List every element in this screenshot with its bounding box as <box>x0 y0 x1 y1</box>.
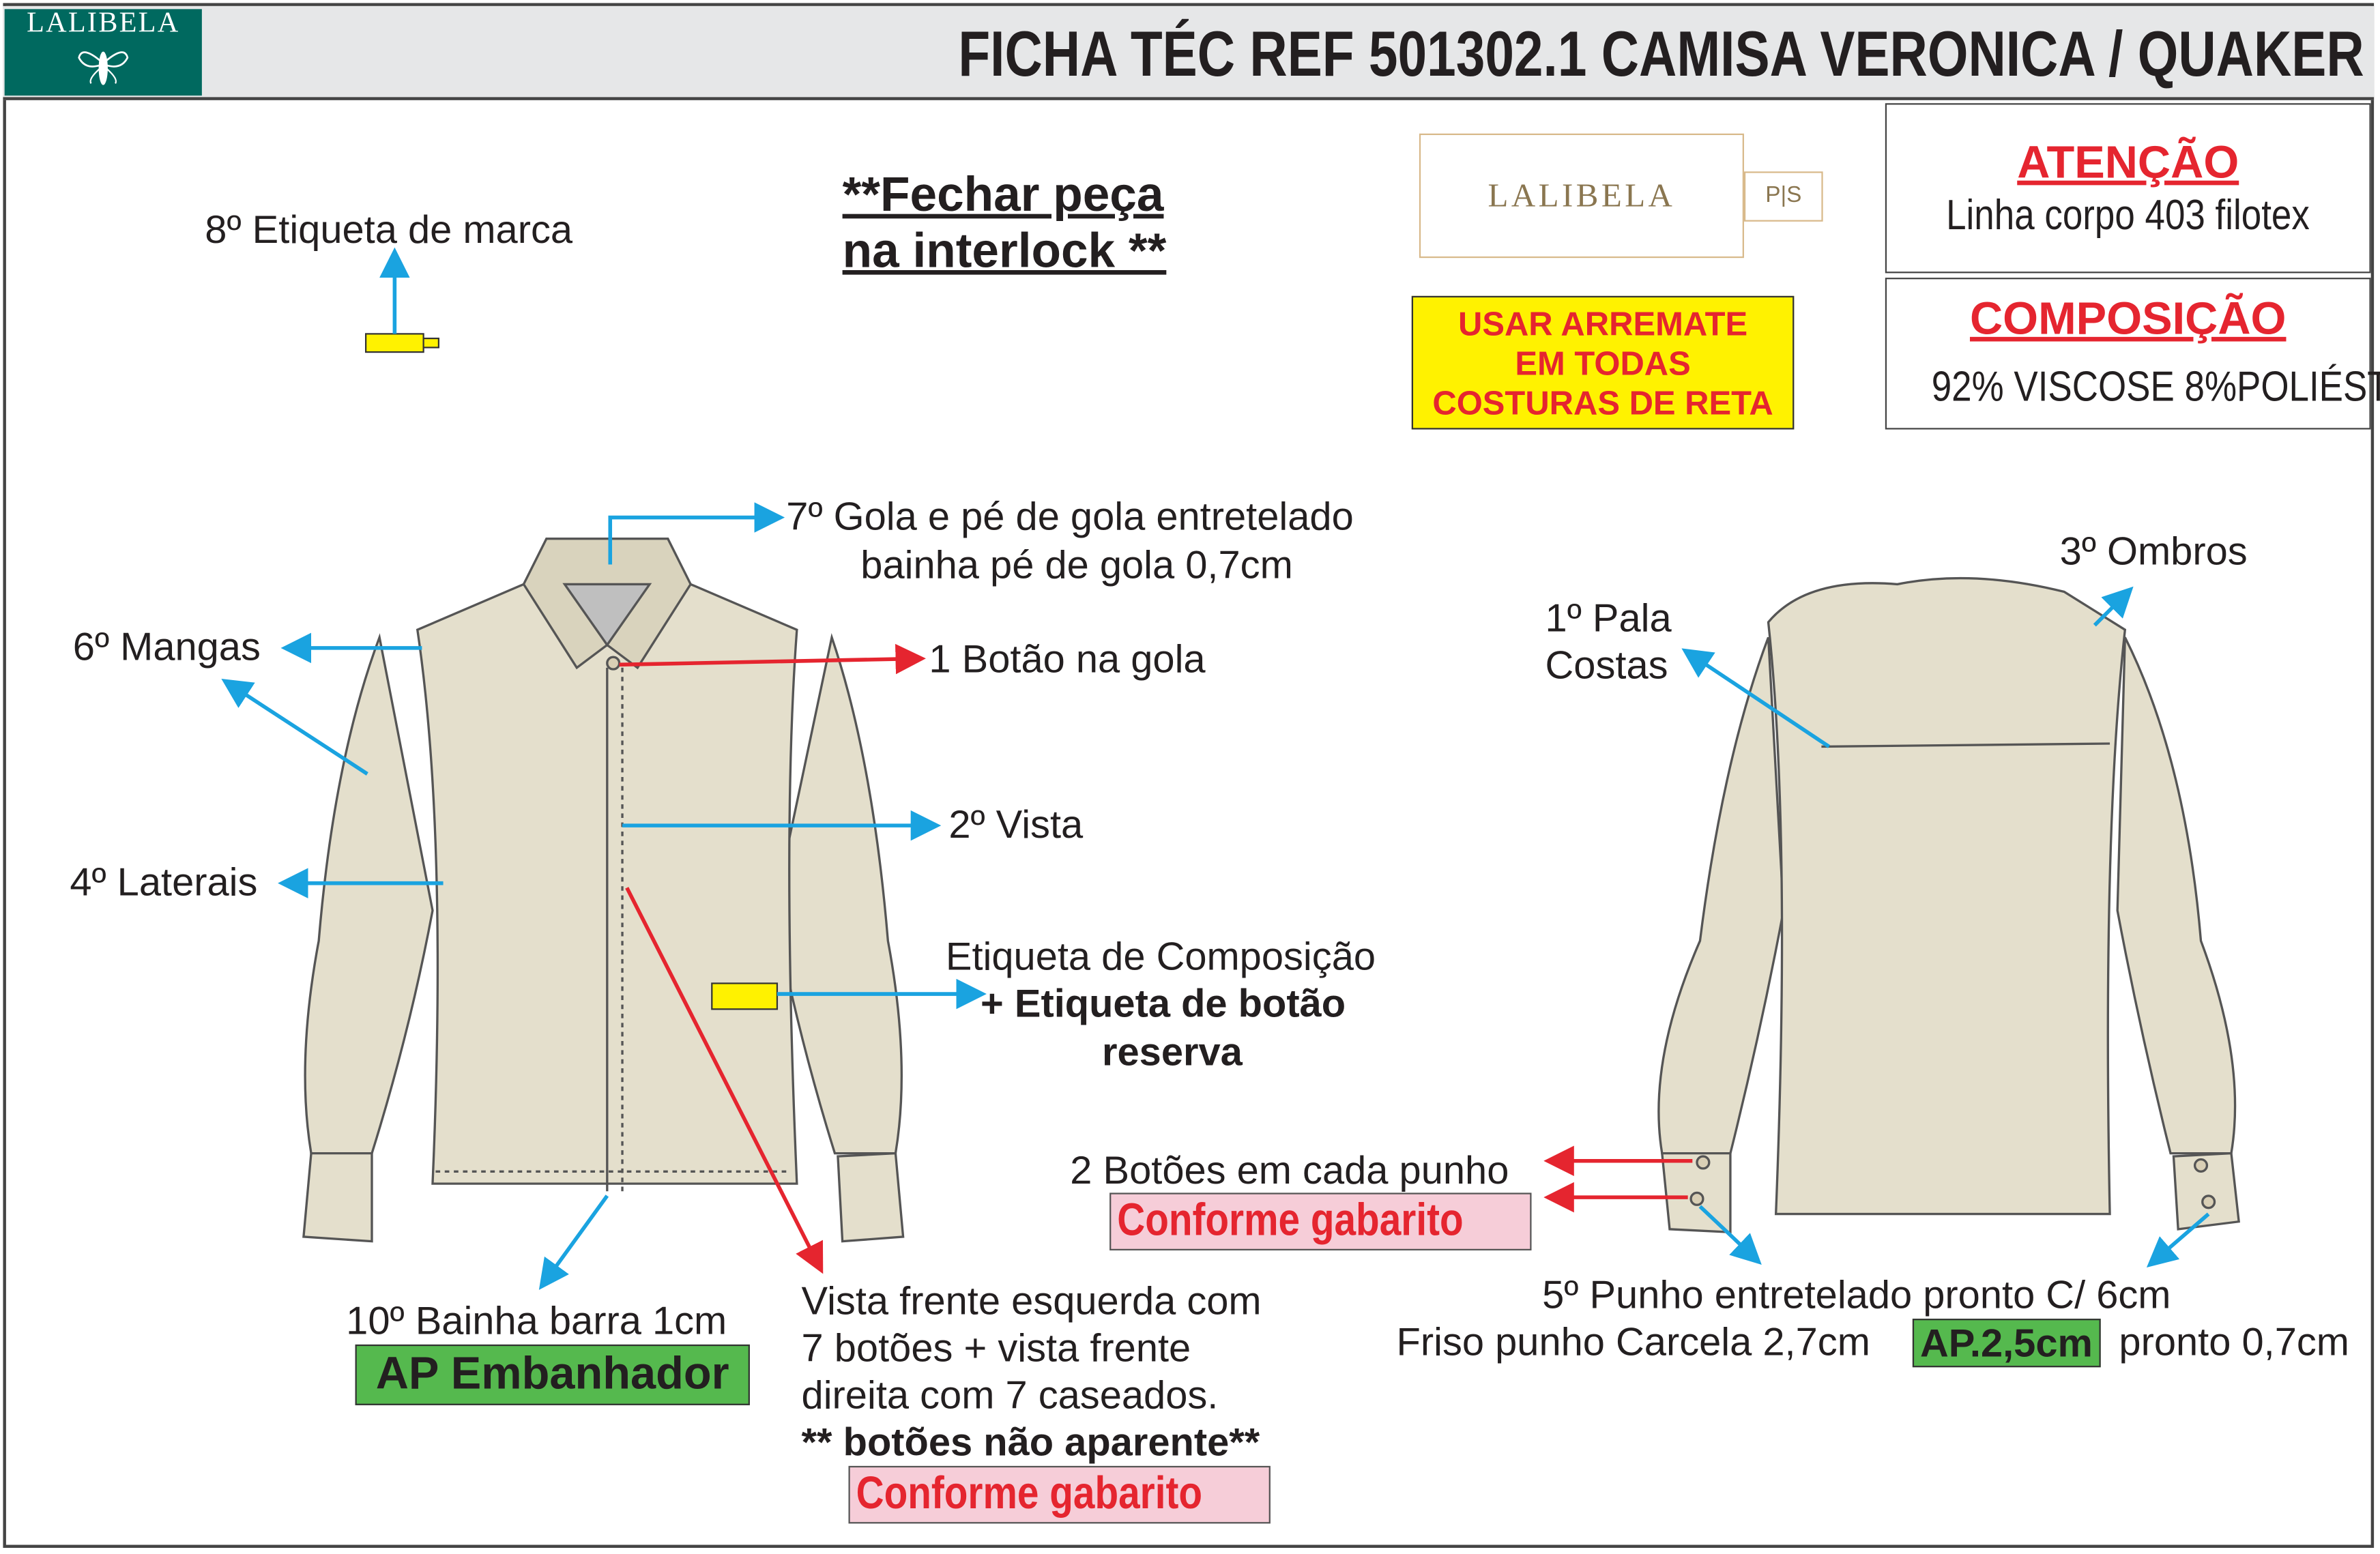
yoke-callout-2: Costas <box>1545 641 1668 688</box>
collar-callout-2: bainha pé de gola 0,7cm <box>860 542 1293 587</box>
yoke-callout-1: 1º Pala <box>1545 595 1672 641</box>
front-placket-callout-2: 7 botões + vista frente <box>801 1324 1191 1370</box>
sides-callout: 4º Laterais <box>70 859 258 905</box>
front-placket-callout-1: Vista frente esquerda com <box>801 1278 1262 1323</box>
brand-logo: LALIBELA <box>4 8 202 96</box>
blue-callout-arrows <box>221 247 2210 1290</box>
brand-label-callout: 8º Etiqueta de marca <box>205 206 573 252</box>
page-title: FICHA TÉC REF 501302.1 CAMISA VERONICA /… <box>959 18 2365 90</box>
hem-callout: 10º Bainha barra 1cm <box>346 1297 727 1343</box>
brand-label-marker <box>364 333 424 353</box>
composition-title: COMPOSIÇÃO <box>1969 294 2287 344</box>
front-placket-callout-3: direita com 7 caseados. <box>801 1371 1219 1418</box>
brand-label-sample: LALIBELA <box>1419 133 1744 259</box>
finishing-line-3: COSTURAS DE RETA <box>1432 383 1773 422</box>
cuff-friso-callout: Friso punho Carcela 2,7cm <box>1396 1319 1870 1364</box>
attention-title: ATENÇÃO <box>2017 138 2239 188</box>
collar-button-callout: 1 Botão na gola <box>929 636 1206 681</box>
shoulders-callout: 3º Ombros <box>2059 528 2248 574</box>
header-bar <box>3 5 2375 100</box>
collar-callout-1: 7º Gola e pé de gola entretelado <box>786 493 1354 539</box>
close-piece-note-2: na interlock ** <box>842 223 1167 278</box>
comp-label-callout-1: Etiqueta de Composição <box>945 933 1376 979</box>
cuff-tool-badge: AP.2,5cm <box>1912 1319 2101 1368</box>
close-piece-note-1: **Fechar peça <box>842 166 1164 222</box>
comp-label-callout-3: reserva <box>1101 1029 1243 1074</box>
finishing-note: USAR ARREMATE EM TODAS COSTURAS DE RETA <box>1411 295 1795 430</box>
cuff-gauge-badge: Conforme gabarito <box>1109 1192 1533 1250</box>
attention-text: Linha corpo 403 filotex <box>1946 191 2310 239</box>
comp-label-callout-2: + Etiqueta de botão <box>981 980 1346 1026</box>
front-placket-callout-4: ** botões não aparente** <box>801 1418 1260 1465</box>
cuff-callout: 5º Punho entretelado pronto C/ 6cm <box>1542 1272 2171 1317</box>
size-tag: P|S <box>1743 171 1823 222</box>
cuff-finished-callout: pronto 0,7cm <box>2119 1319 2349 1364</box>
cuff-buttons-callout: 2 Botões em cada punho <box>1070 1147 1509 1193</box>
logo-text: LALIBELA <box>27 8 180 40</box>
composition-label-marker <box>711 982 779 1010</box>
label-brand-text: LALIBELA <box>1488 176 1676 214</box>
composition-text: 92% VISCOSE 8%POLIÉSTER <box>1931 362 2380 410</box>
back-shirt-drawing <box>1657 576 2240 1234</box>
attention-box: ATENÇÃO Linha corpo 403 filotex <box>1885 103 2371 274</box>
sheet-frame <box>3 3 2375 1548</box>
sleeves-callout: 6º Mangas <box>72 624 261 670</box>
front-gauge-badge: Conforme gabarito <box>848 1465 1271 1524</box>
composition-box: COMPOSIÇÃO 92% VISCOSE 8%POLIÉSTER <box>1885 278 2380 430</box>
hem-tool-badge: AP Embanhador <box>355 1344 750 1405</box>
front-shirt-drawing <box>302 538 905 1243</box>
finishing-line-2: EM TODAS <box>1515 344 1691 383</box>
bee-icon <box>78 51 129 85</box>
red-callout-arrows <box>619 643 1693 1274</box>
finishing-line-1: USAR ARREMATE <box>1457 305 1748 343</box>
placket-callout: 2º Vista <box>948 801 1084 847</box>
